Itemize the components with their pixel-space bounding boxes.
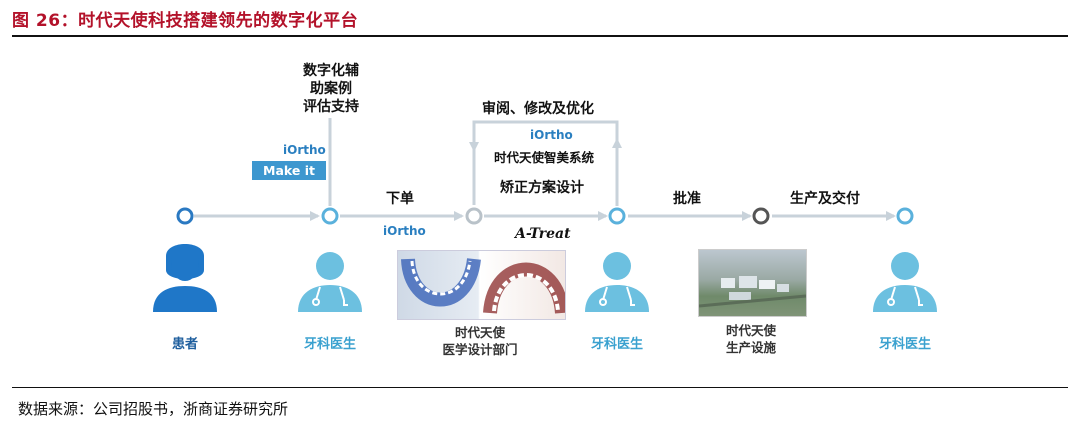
smile-system-label: 时代天使智美系统: [494, 150, 595, 165]
step-order-label: 下单: [386, 191, 414, 207]
patient-icon: [153, 244, 217, 312]
design-dept-caption: 时代天使 医学设计部门: [442, 325, 518, 357]
iortho-logo-3: iOrtho: [383, 224, 426, 238]
dentist-icon-2: [585, 252, 649, 312]
make-it-badge: Make it: [252, 161, 326, 180]
assist-label: 数字化辅 助案例 评估支持: [303, 63, 359, 115]
source-note: 数据来源：公司招股书，浙商证券研究所: [18, 400, 289, 418]
dentist-label-1: 牙科医生: [303, 337, 356, 352]
iortho-logo-1: iOrtho: [283, 143, 326, 157]
node-dentist-1: [321, 207, 339, 225]
aligner-scan-image: [397, 250, 566, 320]
node-facility: [752, 207, 770, 225]
top-rule: [12, 35, 1068, 37]
bottom-rule: [12, 387, 1068, 388]
node-patient: [176, 207, 194, 225]
node-dentist-2: [608, 207, 626, 225]
review-loop-down: [469, 120, 619, 152]
dentist-label-3: 牙科医生: [878, 337, 931, 352]
dentist-icon-1: [298, 252, 362, 312]
atreat-label: A-Treat: [515, 226, 571, 242]
step-produce-label: 生产及交付: [790, 191, 860, 207]
patient-label: 患者: [171, 337, 198, 352]
step-approve-label: 批准: [673, 191, 701, 207]
facility-caption: 时代天使 生产设施: [725, 323, 776, 355]
dentist-label-2: 牙科医生: [590, 337, 643, 352]
factory-aerial-image: [698, 249, 807, 317]
node-dentist-3: [896, 207, 914, 225]
review-label: 审阅、修改及优化: [482, 101, 594, 117]
iortho-logo-2: iOrtho: [530, 128, 573, 142]
node-design: [465, 207, 483, 225]
dentist-icon-3: [873, 252, 937, 312]
design-plan-label: 矫正方案设计: [500, 180, 584, 196]
figure-title: 图 26：时代天使科技搭建领先的数字化平台: [12, 11, 359, 31]
